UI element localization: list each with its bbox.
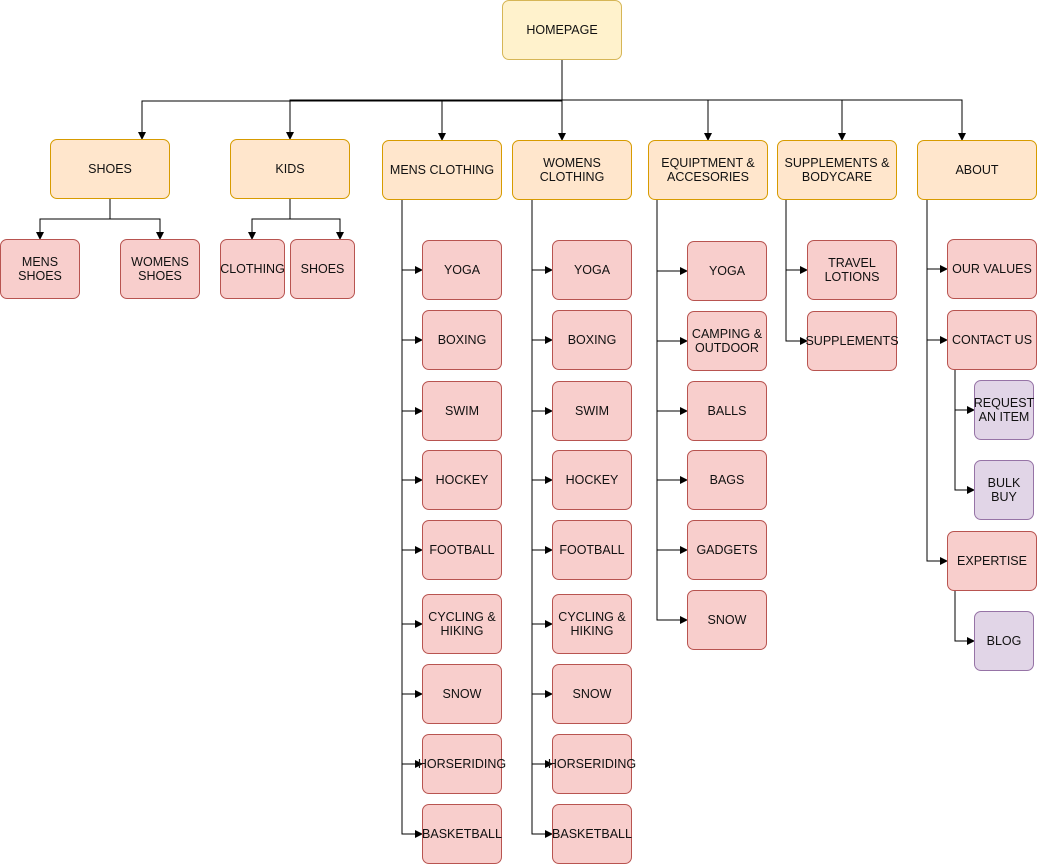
node-e-snow: SNOW	[687, 590, 767, 650]
edge-equipment-to-e-gadgets	[656, 200, 688, 554]
node-a-expertise: EXPERTISE	[947, 531, 1037, 591]
edge-mens-clothing-to-m-swim	[401, 200, 423, 415]
edge-supplements-bodycare-to-s-supplements	[785, 200, 808, 345]
node-m-swim: SWIM	[422, 381, 502, 441]
edge-supplements-bodycare-to-s-travel-lotions	[785, 200, 808, 274]
node-m-snow: SNOW	[422, 664, 502, 724]
edge-womens-clothing-to-w-football	[531, 200, 553, 554]
node-s-supplements: SUPPLEMENTS	[805, 311, 899, 371]
edge-equipment-to-e-bags	[656, 200, 688, 484]
node-a-contact-us: CONTACT US	[947, 310, 1037, 370]
node-kids-shoes: SHOES	[290, 239, 355, 299]
edge-equipment-to-e-balls	[656, 200, 688, 415]
edge-equipment-to-e-yoga	[656, 200, 688, 275]
node-w-horseriding: HORSERIDING	[548, 734, 636, 794]
edge-womens-clothing-to-w-cycling	[531, 200, 553, 628]
node-equipment: EQUIPTMENT & ACCESORIES	[648, 140, 768, 200]
node-m-horseriding: HORSERIDING	[418, 734, 506, 794]
node-shoes: SHOES	[50, 139, 170, 199]
node-about: ABOUT	[917, 140, 1037, 200]
node-w-boxing: BOXING	[552, 310, 632, 370]
edge-mens-clothing-to-m-snow	[401, 200, 423, 698]
edge-womens-clothing-to-w-swim	[531, 200, 553, 415]
edge-mens-clothing-to-m-horseriding	[401, 200, 423, 768]
node-m-cycling: CYCLING & HIKING	[422, 594, 502, 654]
edge-kids-to-kids-clothing	[248, 199, 291, 240]
node-m-hockey: HOCKEY	[422, 450, 502, 510]
edge-kids-to-kids-shoes	[289, 199, 344, 240]
node-a-bulk-buy: BULK BUY	[974, 460, 1034, 520]
node-e-balls: BALLS	[687, 381, 767, 441]
node-w-swim: SWIM	[552, 381, 632, 441]
edge-shoes-to-mens-shoes	[36, 199, 111, 240]
node-kids-clothing: CLOTHING	[220, 239, 285, 299]
node-mens-clothing: MENS CLOTHING	[382, 140, 502, 200]
node-womens-clothing: WOMENS CLOTHING	[512, 140, 632, 200]
node-e-bags: BAGS	[687, 450, 767, 510]
node-a-request-item: REQUEST AN ITEM	[974, 380, 1034, 440]
edge-a-contact-us-to-a-request-item	[954, 370, 975, 414]
edge-womens-clothing-to-w-basketball	[531, 200, 553, 838]
node-e-yoga: YOGA	[687, 241, 767, 301]
node-e-gadgets: GADGETS	[687, 520, 767, 580]
edge-mens-clothing-to-m-basketball	[401, 200, 423, 838]
edge-homepage-to-mens-clothing	[438, 60, 563, 141]
edge-about-to-a-our-values	[926, 200, 948, 273]
edge-mens-clothing-to-m-football	[401, 200, 423, 554]
edge-a-expertise-to-a-blog	[954, 591, 975, 645]
node-w-cycling: CYCLING & HIKING	[552, 594, 632, 654]
edge-equipment-to-e-snow	[656, 200, 688, 624]
node-w-basketball: BASKETBALL	[552, 804, 632, 864]
node-w-snow: SNOW	[552, 664, 632, 724]
node-mens-shoes: MENS SHOES	[0, 239, 80, 299]
edge-shoes-to-womens-shoes	[109, 199, 164, 240]
node-m-basketball: BASKETBALL	[422, 804, 502, 864]
node-s-travel-lotions: TRAVEL LOTIONS	[807, 240, 897, 300]
node-m-boxing: BOXING	[422, 310, 502, 370]
node-kids: KIDS	[230, 139, 350, 199]
node-m-football: FOOTBALL	[422, 520, 502, 580]
node-w-yoga: YOGA	[552, 240, 632, 300]
edge-mens-clothing-to-m-cycling	[401, 200, 423, 628]
edge-a-contact-us-to-a-bulk-buy	[954, 370, 975, 494]
edge-mens-clothing-to-m-yoga	[401, 200, 423, 274]
edge-homepage-to-about	[561, 60, 966, 141]
node-w-football: FOOTBALL	[552, 520, 632, 580]
node-homepage: HOMEPAGE	[502, 0, 622, 60]
edge-womens-clothing-to-w-horseriding	[531, 200, 553, 768]
node-supplements-bodycare: SUPPLEMENTS & BODYCARE	[777, 140, 897, 200]
node-w-hockey: HOCKEY	[552, 450, 632, 510]
node-m-yoga: YOGA	[422, 240, 502, 300]
node-a-blog: BLOG	[974, 611, 1034, 671]
node-e-camping: CAMPING & OUTDOOR	[687, 311, 767, 371]
edge-womens-clothing-to-w-snow	[531, 200, 553, 698]
node-womens-shoes: WOMENS SHOES	[120, 239, 200, 299]
edge-about-to-a-contact-us	[926, 200, 948, 344]
edge-about-to-a-expertise	[926, 200, 948, 565]
edge-womens-clothing-to-w-yoga	[531, 200, 553, 274]
node-a-our-values: OUR VALUES	[947, 239, 1037, 299]
